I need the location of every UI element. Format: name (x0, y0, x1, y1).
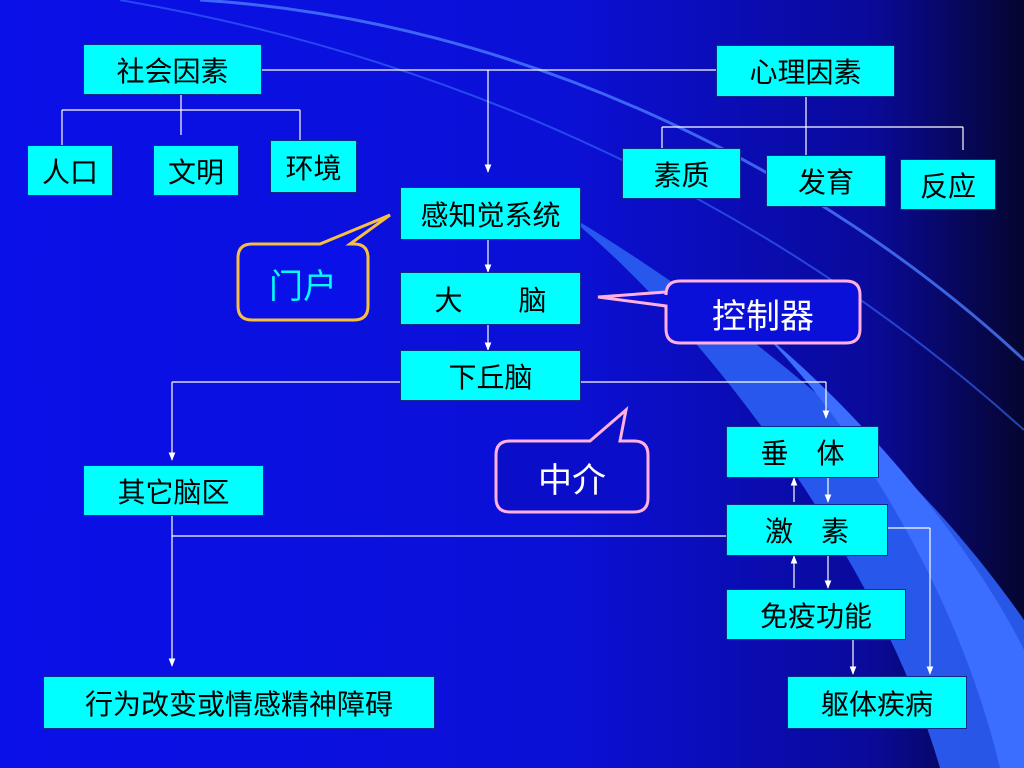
other-brain-regions-box: 其它脑区 (83, 465, 264, 516)
somatic-disease-box: 躯体疾病 (787, 676, 967, 729)
psychological-factors-box: 心理因素 (716, 45, 895, 97)
controller-bubble (597, 279, 862, 345)
perception-system-box: 感知觉系统 (400, 187, 581, 240)
behavior-disorder-box: 行为改变或情感精神障碍 (43, 676, 435, 729)
mediator-bubble (494, 406, 650, 514)
mediator-callout-text: 中介 (538, 461, 606, 501)
social-factors-box: 社会因素 (83, 44, 262, 95)
controller-callout-text: 控制器 (712, 296, 814, 337)
population-box: 人口 (27, 145, 113, 196)
portal-callout-text: 门户 (269, 266, 337, 307)
development-box: 发育 (766, 155, 886, 207)
civilization-box: 文明 (153, 145, 239, 196)
reaction-box: 反应 (900, 159, 996, 210)
hormone-box: 激 素 (726, 504, 888, 556)
pituitary-box: 垂 体 (726, 426, 879, 478)
environment-box: 环境 (270, 140, 357, 193)
quality-box: 素质 (622, 148, 741, 199)
brain-box: 大 脑 (400, 272, 581, 325)
portal-bubble (236, 213, 391, 322)
hypothalamus-box: 下丘脑 (400, 350, 581, 401)
immune-function-box: 免疫功能 (726, 589, 906, 640)
